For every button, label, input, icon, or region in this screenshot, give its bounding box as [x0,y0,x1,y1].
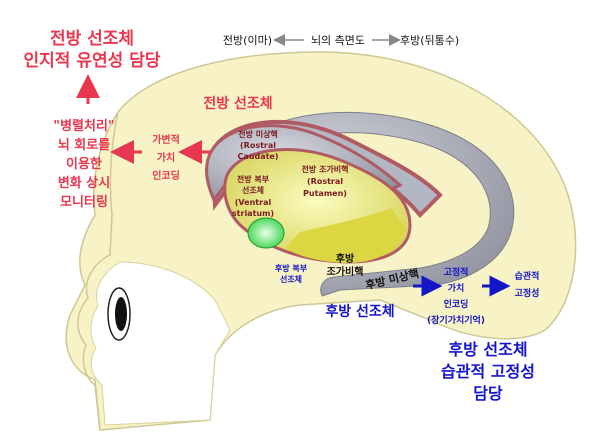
stable-value-line2: 가치 [448,282,465,294]
rostral-putamen-line1: 전방 조가비핵 [302,164,349,174]
header-middle: 뇌의 측면도 [311,34,365,47]
rostral-caudate-line3: Caudate) [238,152,279,161]
posterior-putamen [285,208,405,263]
posterior-title-line3: 담당 [473,384,503,403]
header-direction: 전방(이마) 뇌의 측면도 후방(뒤통수) [223,34,459,47]
rostral-caudate-line2: (Rostral [240,141,276,150]
flexible-value-line3: 인코딩 [152,169,180,182]
ventral-striatum-line4: striatum) [232,209,274,218]
anterior-arrows [76,74,210,164]
posterior-putamen-line1: 후방 [336,252,355,265]
anterior-func-line2: 뇌 회로를 [58,137,110,153]
flexible-value-line1: 가변적 [152,133,180,146]
anterior-func-line4: 변화 상시 [58,175,110,191]
ventral-striatum-line1: 전방 복부 [237,174,270,184]
anterior-func-line1: "병렬처리" [53,118,114,134]
header-anterior: 전방(이마) [223,34,272,47]
stable-value-line1: 고정적 [444,266,469,278]
habit-line1: 습관적 [515,270,540,282]
posterior-putamen-line2: 조가비핵 [327,265,364,278]
header-posterior: 후방(뒤통수) [400,34,459,47]
anterior-title-line1: 전방 선조체 [50,29,134,49]
anterior-func-line5: 모니터링 [60,194,108,210]
posterior-ventral-line2: 선조체 [280,274,302,284]
anterior-func-line3: 이용한 [66,156,102,172]
posterior-title-line2: 습관적 고정성 [441,362,535,381]
face-profile [77,111,119,431]
pupil [115,297,127,331]
ventral-striatum [247,217,285,249]
ventral-striatum-line2: 선조체 [242,185,264,195]
flexible-value-line2: 가치 [157,151,175,164]
posterior-ventral-line1: 후방 복부 [275,263,308,273]
stable-value-line3: 인코딩 [444,298,469,310]
anterior-striatum-label: 전방 선조체 [203,95,272,112]
rostral-caudate-line1: 전방 미상핵 [238,129,278,139]
rostral-putamen-line3: Putamen) [303,189,347,198]
habit-line2: 고정성 [515,287,540,299]
posterior-title-line1: 후방 선조체 [448,340,527,359]
caudate-tail [225,111,515,297]
ventral-striatum-line3: (Ventral [235,198,272,207]
anterior-title-line2: 인지적 유연성 담당 [24,51,161,71]
rostral-putamen-line2: (Rostral [307,177,343,186]
stable-value-line4: (장기가치기억) [427,314,485,326]
striatum [205,111,515,297]
posterior-striatum-label: 후방 선조체 [325,303,394,320]
